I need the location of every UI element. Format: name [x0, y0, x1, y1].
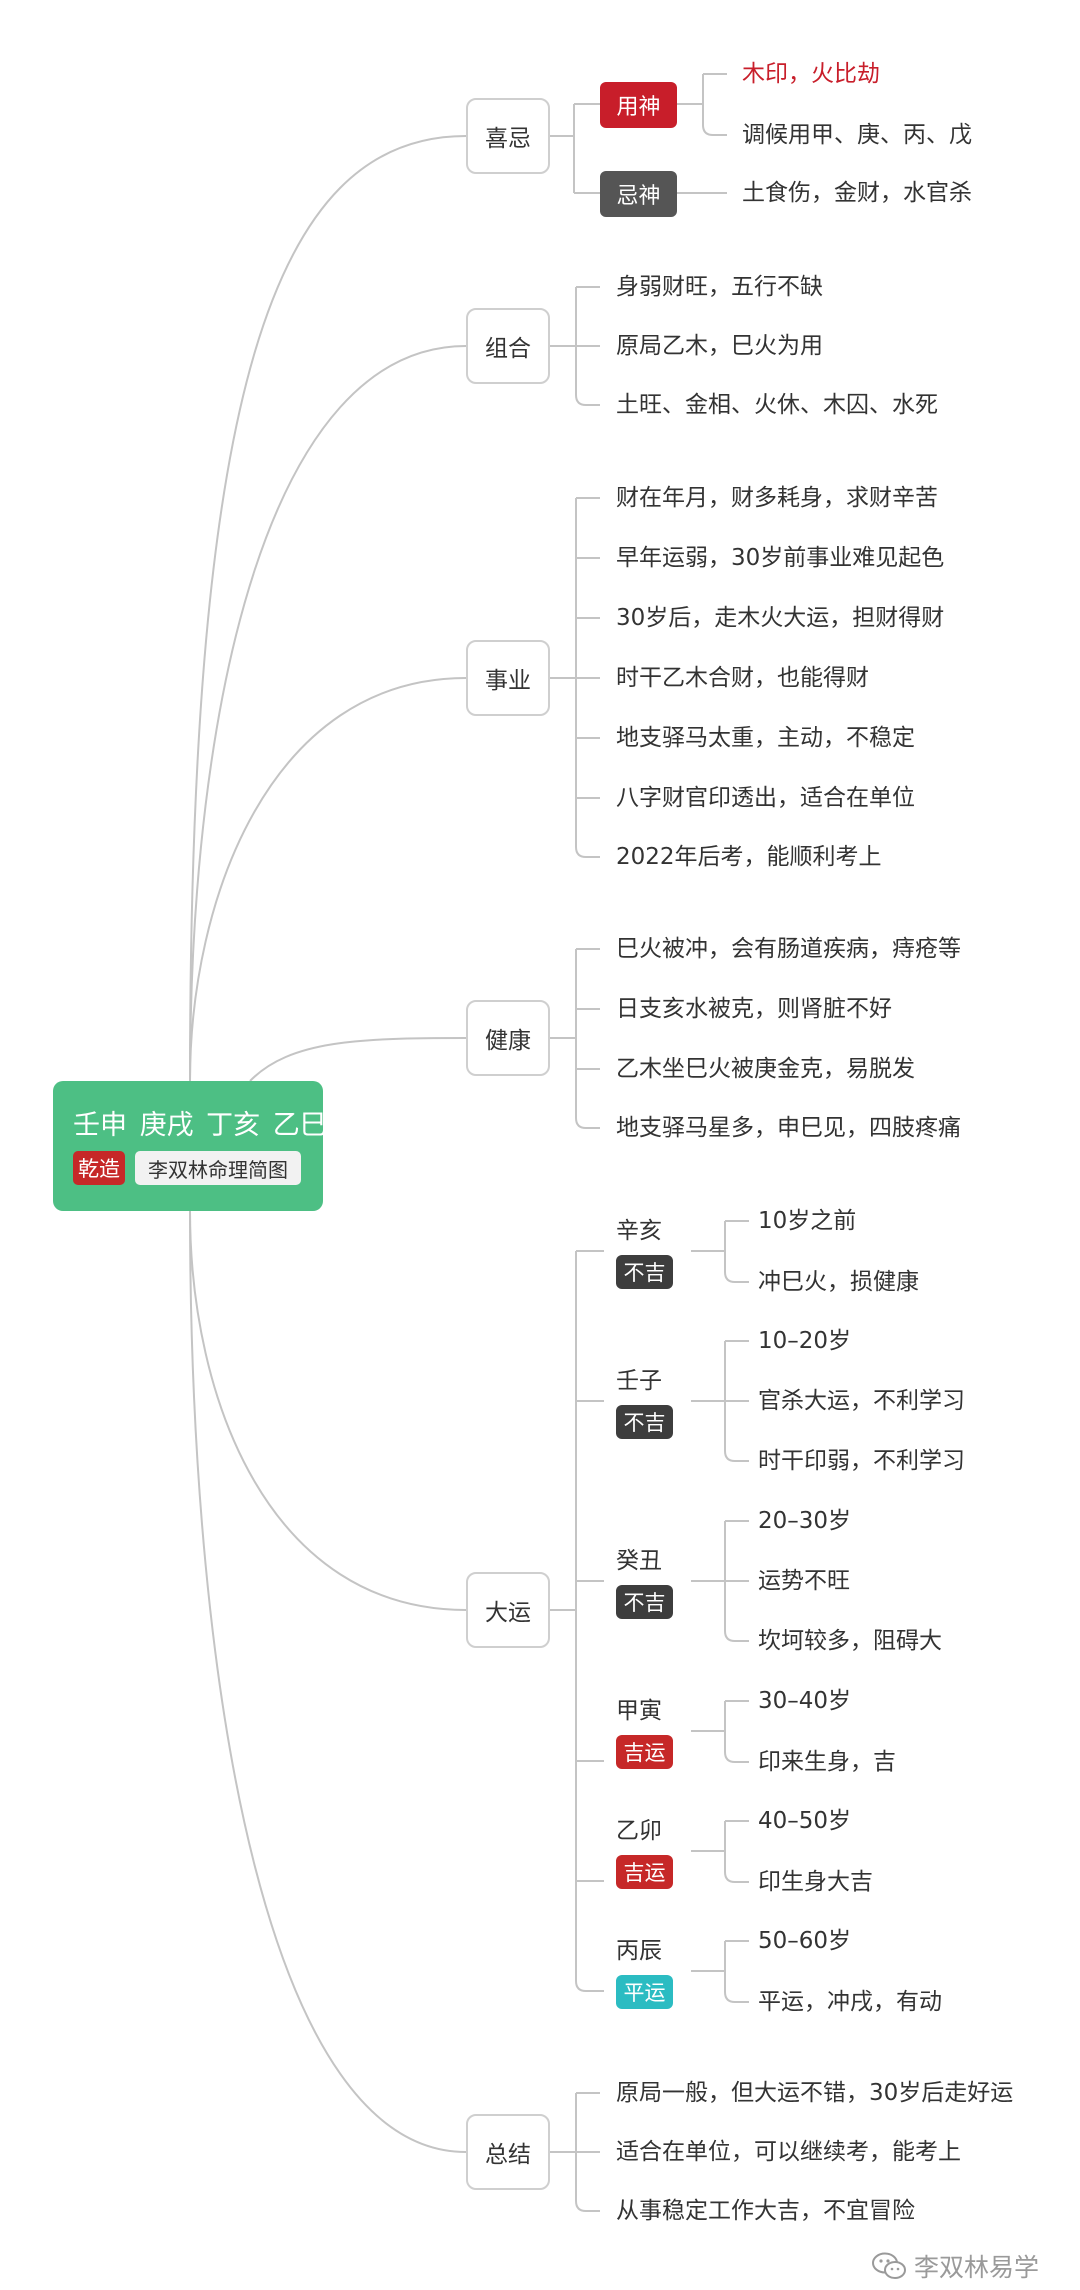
dayun-period-tag: 不吉 [616, 1255, 673, 1289]
dayun-period-name: 乙卯 [616, 1818, 662, 1844]
yongshen-item: 调候用甲、庚、丙、戊 [742, 122, 972, 148]
zongjie-item: 适合在单位，可以继续考，能考上 [616, 2139, 961, 2165]
dayun-period-item: 20–30岁 [758, 1508, 852, 1534]
jishen-item: 土食伤，金财，水官杀 [742, 180, 972, 206]
dayun-period-item: 坎坷较多，阻碍大 [758, 1628, 942, 1654]
tag-yongshen[interactable]: 用神 [600, 82, 677, 128]
shiye-item: 早年运弱，30岁前事业难见起色 [616, 545, 945, 571]
dayun-period-name: 癸丑 [616, 1548, 662, 1574]
dayun-period-item: 平运，冲戌，有动 [758, 1989, 942, 2015]
root-gender-tag: 乾造 [73, 1151, 125, 1185]
shiye-item: 财在年月，财多耗身，求财辛苦 [616, 485, 938, 511]
node-shiye[interactable]: 事业 [466, 640, 550, 716]
dayun-period-name: 丙辰 [616, 1938, 662, 1964]
dayun-period-tag: 吉运 [616, 1735, 673, 1769]
dayun-period-tag: 不吉 [616, 1585, 673, 1619]
node-dayun[interactable]: 大运 [466, 1572, 550, 1648]
dayun-period-item: 印来生身，吉 [758, 1749, 896, 1775]
node-zuhe[interactable]: 组合 [466, 308, 550, 384]
node-xiji[interactable]: 喜忌 [466, 98, 550, 174]
shiye-item: 地支驿马太重，主动，不稳定 [616, 725, 915, 751]
jiankang-item: 巳火被冲，会有肠道疾病，痔疮等 [616, 936, 961, 962]
watermark-text: 李双林易学 [914, 2253, 1040, 2282]
yongshen-item: 木印，火比劫 [742, 61, 880, 87]
dayun-period-tag: 不吉 [616, 1405, 673, 1439]
dayun-period-item: 印生身大吉 [758, 1869, 873, 1895]
dayun-period-item: 冲巳火，损健康 [758, 1269, 919, 1295]
dayun-period-name: 壬子 [616, 1368, 662, 1394]
zongjie-item: 原局一般，但大运不错，30岁后走好运 [616, 2080, 1014, 2106]
dayun-period-item: 10岁之前 [758, 1208, 857, 1234]
dayun-period-item: 50–60岁 [758, 1928, 852, 1954]
dayun-period-item: 30–40岁 [758, 1688, 852, 1714]
node-zongjie[interactable]: 总结 [466, 2114, 550, 2190]
dayun-period-tag: 平运 [616, 1975, 673, 2009]
shiye-item: 时干乙木合财，也能得财 [616, 665, 869, 691]
watermark: 李双林易学 [872, 2248, 1039, 2284]
tag-jishen[interactable]: 忌神 [600, 171, 677, 217]
root-title: 壬申 庚戌 丁亥 乙巳 [73, 1110, 327, 1141]
shiye-item: 30岁后，走木火大运，担财得财 [616, 605, 945, 631]
dayun-period-item: 运势不旺 [758, 1568, 850, 1594]
jiankang-item: 日支亥水被克，则肾脏不好 [616, 996, 892, 1022]
dayun-period-item: 时干印弱，不利学习 [758, 1448, 965, 1474]
jiankang-item: 地支驿马星多，申巳见，四肢疼痛 [616, 1115, 961, 1141]
root-name-tag: 李双林命理简图 [135, 1151, 301, 1185]
root-node[interactable]: 壬申 庚戌 丁亥 乙巳 乾造 李双林命理简图 [53, 1081, 327, 1211]
dayun-period-item: 40–50岁 [758, 1808, 852, 1834]
zongjie-item: 从事稳定工作大吉，不宜冒险 [616, 2198, 915, 2224]
shiye-item: 2022年后考，能顺利考上 [616, 844, 882, 870]
shiye-item: 八字财官印透出，适合在单位 [616, 785, 915, 811]
dayun-period-item: 官杀大运，不利学习 [758, 1388, 965, 1414]
zuhe-item: 原局乙木，巳火为用 [616, 333, 823, 359]
jiankang-item: 乙木坐巳火被庚金克，易脱发 [616, 1056, 915, 1082]
dayun-period-name: 甲寅 [616, 1698, 662, 1724]
dayun-period-item: 10–20岁 [758, 1328, 852, 1354]
wechat-icon [872, 2252, 906, 2279]
dayun-period-tag: 吉运 [616, 1855, 673, 1889]
dayun-period-name: 辛亥 [616, 1218, 662, 1244]
zuhe-item: 土旺、金相、火休、木囚、水死 [616, 392, 938, 418]
node-jiankang[interactable]: 健康 [466, 1000, 550, 1076]
zuhe-item: 身弱财旺，五行不缺 [616, 274, 823, 300]
